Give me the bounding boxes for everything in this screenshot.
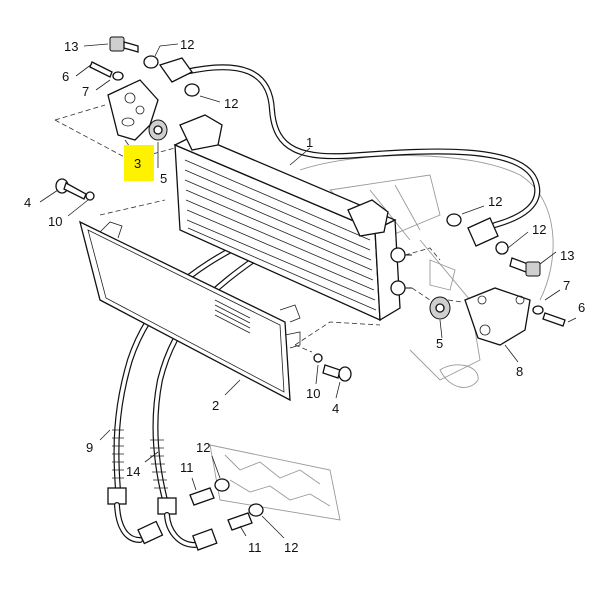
washer-12-top: [143, 55, 159, 69]
lower-hoses: [107, 237, 268, 551]
callout-10: 10: [306, 386, 320, 401]
lower-fittings: [189, 478, 264, 531]
callout-14: 14: [126, 464, 140, 479]
bolt-13-top: [109, 36, 139, 53]
callout-4: 4: [332, 401, 339, 416]
callout-10: 10: [48, 214, 62, 229]
bolt-4-left: [55, 178, 95, 201]
callout-13: 13: [64, 39, 78, 54]
callout-5: 5: [436, 336, 443, 351]
highlight-box-part-3: [124, 145, 154, 181]
callout-3: 3: [134, 156, 141, 171]
leader-lines: [39, 43, 577, 539]
callout-11: 11: [248, 540, 262, 555]
callout-12: 12: [284, 540, 298, 555]
callout-5: 5: [160, 171, 167, 186]
oil-cooler-radiator: [173, 114, 412, 322]
callout-7: 7: [82, 84, 89, 99]
callout-12: 12: [196, 440, 210, 455]
bolt-4-lower: [313, 353, 352, 382]
callout-12: 12: [488, 194, 502, 209]
rubber-mount-5-top: [148, 119, 168, 141]
washer-12-mid: [184, 83, 200, 97]
callout-4: 4: [24, 195, 31, 210]
radiator-grille-cover: [79, 220, 301, 402]
callout-2: 2: [212, 398, 219, 413]
callout-7: 7: [563, 278, 570, 293]
callout-labels: 13 12 6 7 12 1 3 5 4 10 12 12 13 7 6 5 8…: [24, 37, 585, 555]
washer-7-right: [532, 305, 544, 315]
callout-9: 9: [86, 440, 93, 455]
callout-6: 6: [62, 69, 69, 84]
hose-end-fitting-14: [157, 497, 177, 515]
callout-13: 13: [560, 248, 574, 263]
hose-end-fitting-9: [107, 487, 127, 505]
callout-8: 8: [516, 364, 523, 379]
bracket-part-8: [464, 287, 531, 346]
callout-12: 12: [224, 96, 238, 111]
callout-12: 12: [532, 222, 546, 237]
callout-12: 12: [180, 37, 194, 52]
callout-1: 1: [306, 135, 313, 150]
bolt-6-top: [89, 61, 124, 81]
rubber-mount-5-right: [429, 296, 451, 320]
upper-hose: [182, 64, 541, 228]
callout-6: 6: [578, 300, 585, 315]
reference-lines: [54, 104, 463, 353]
callout-11: 11: [180, 460, 194, 475]
bolt-6-right: [542, 312, 566, 327]
banjo-fitting-top: [158, 57, 193, 83]
